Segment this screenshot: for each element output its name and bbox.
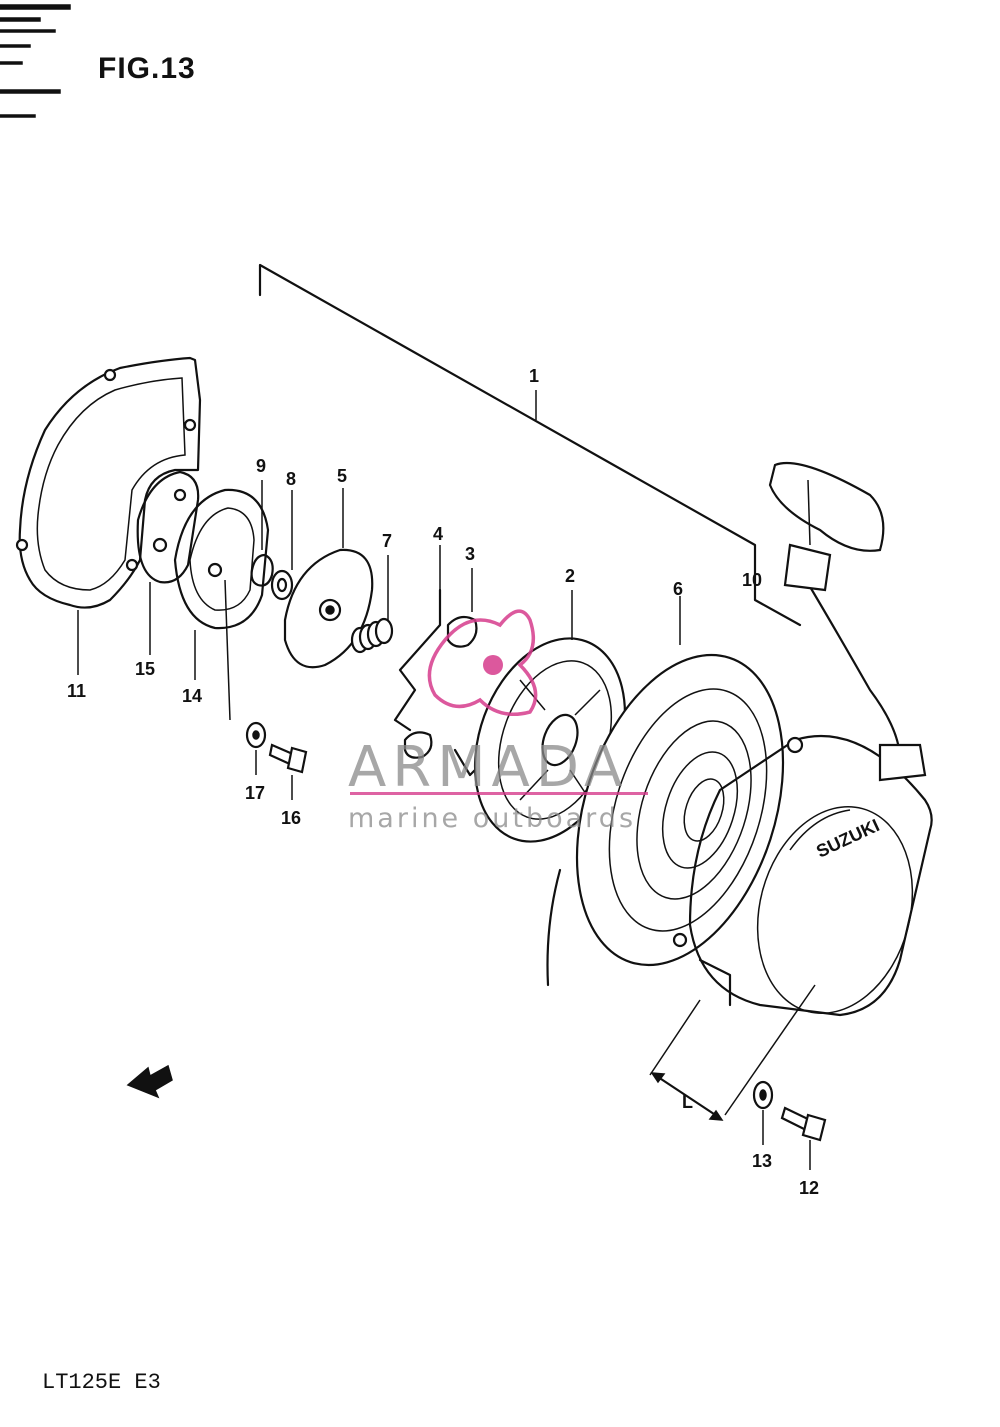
callout-8: 8: [286, 469, 296, 489]
callout-9: 9: [256, 456, 266, 476]
callout-15: 15: [135, 659, 155, 679]
friction-spring: [393, 545, 442, 732]
watermark-underline: [350, 792, 648, 795]
callout-labels: 1 2 3 4 5 6 7 8 9 10 11 12 13 14 15 16 1…: [67, 366, 819, 1198]
dimension-l: L: [649, 984, 816, 1121]
callout-16: 16: [281, 808, 301, 828]
callout-14: 14: [182, 686, 202, 706]
callout-10: 10: [742, 570, 762, 590]
callout-13: 13: [752, 1151, 772, 1171]
coil-spring: [350, 555, 394, 654]
callout-5: 5: [337, 466, 347, 486]
scan-noise: [0, 4, 71, 118]
callout-12: 12: [799, 1178, 819, 1198]
model-code: LT125E E3: [42, 1370, 161, 1395]
washer-17: [245, 721, 267, 775]
pawl: [403, 568, 482, 777]
callout-2: 2: [565, 566, 575, 586]
front-arrow-icon: [126, 1064, 173, 1099]
dimension-label: L: [682, 1092, 693, 1112]
callout-17: 17: [245, 783, 265, 803]
drive-plate: [136, 470, 200, 655]
pawl-housing: [173, 488, 270, 721]
recoil-spring: [546, 596, 785, 987]
callout-1: 1: [529, 366, 539, 386]
watermark-tagline: marine outboards: [348, 803, 637, 834]
assembly-bracket: [258, 263, 802, 627]
washer-8: [270, 490, 294, 601]
reel-plate: [283, 488, 374, 669]
watermark-logo-icon: [427, 609, 538, 716]
ratchet-spring: [250, 480, 274, 587]
callout-4: 4: [433, 524, 443, 544]
rope-handle: [768, 461, 927, 782]
callout-3: 3: [465, 544, 475, 564]
callout-11: 11: [67, 681, 86, 701]
callout-6: 6: [673, 579, 683, 599]
washer-13: [752, 1080, 774, 1145]
callout-7: 7: [382, 531, 392, 551]
watermark-brand: ARMADA: [348, 735, 629, 800]
bolt-12: [780, 1106, 827, 1170]
gasket: [15, 356, 202, 675]
bolt-16: [268, 743, 308, 800]
svg-text:SUZUKI: SUZUKI: [813, 815, 882, 861]
figure-title: FIG.13: [98, 52, 196, 85]
